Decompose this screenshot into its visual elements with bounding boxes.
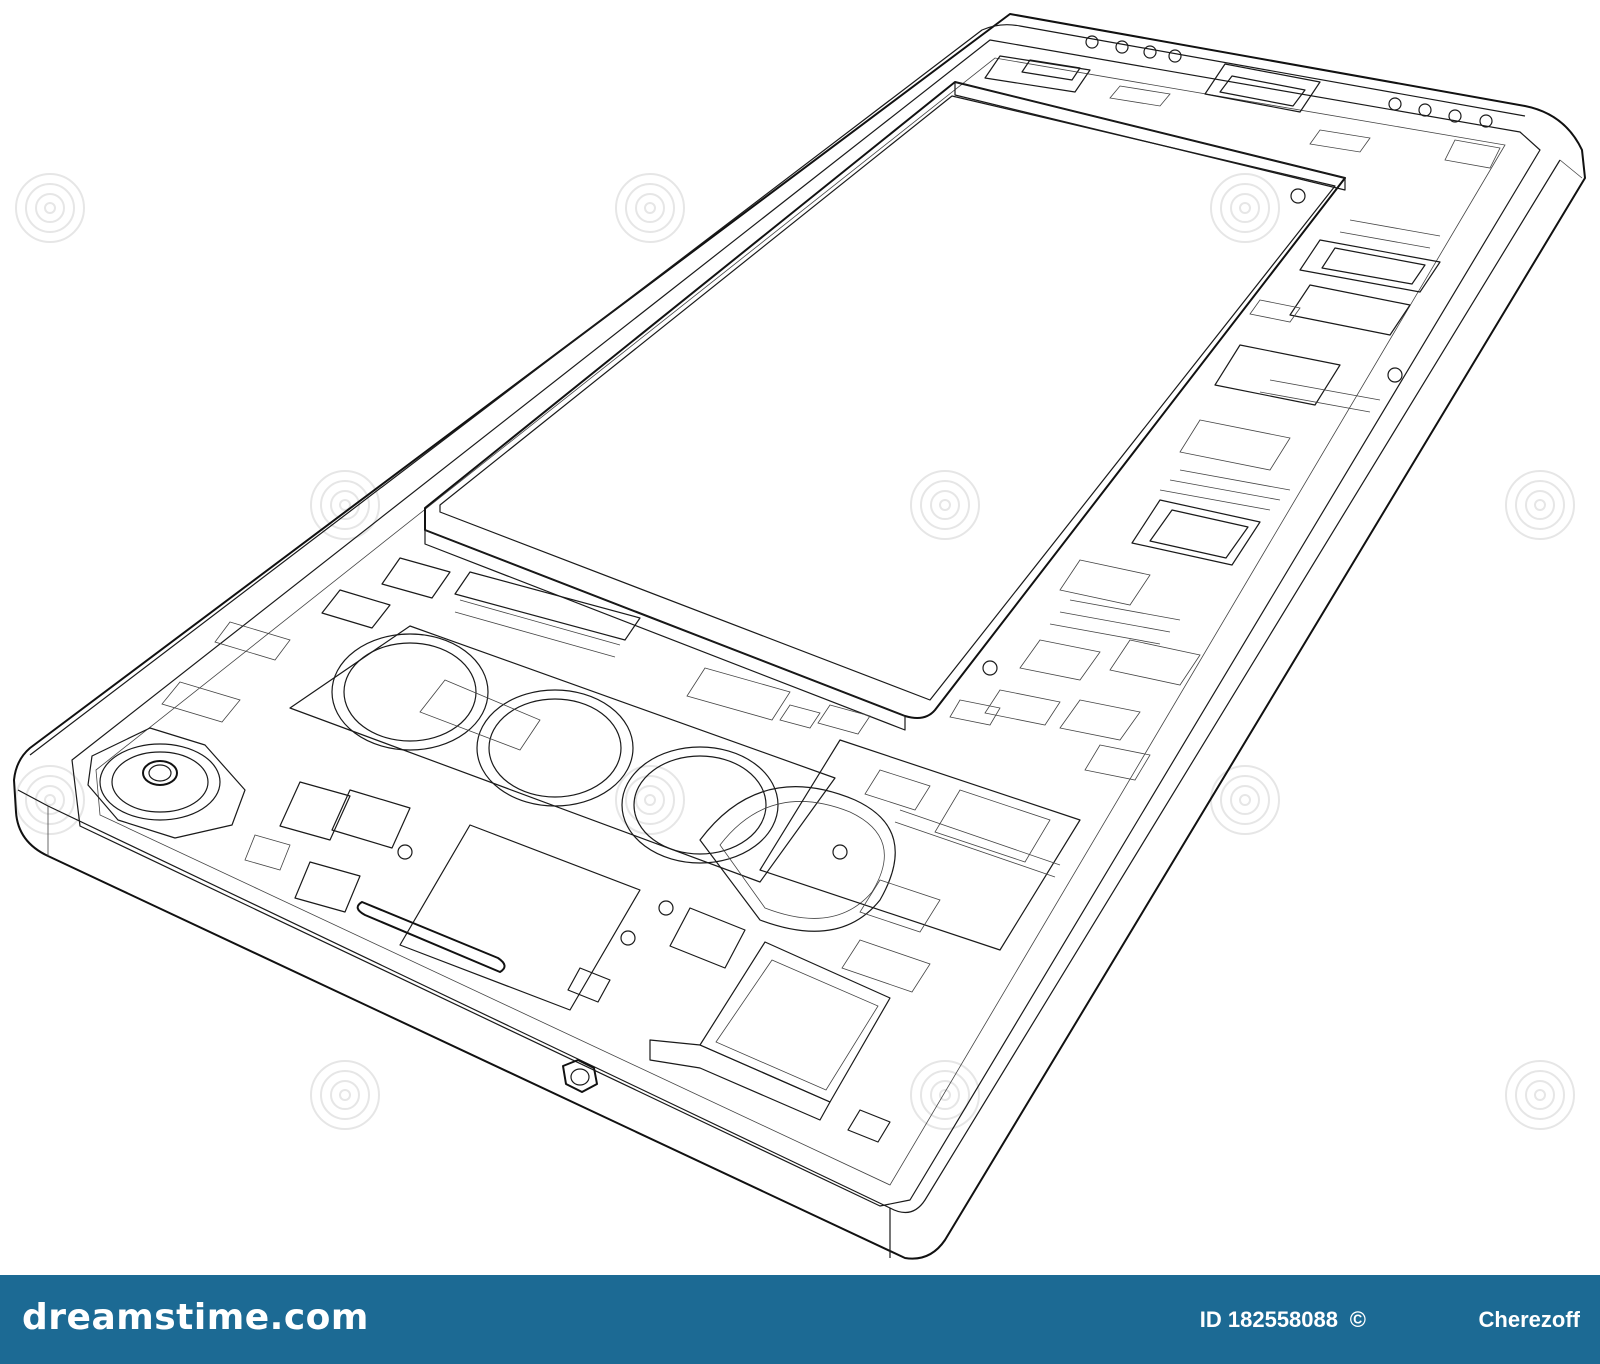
watermark-spiral-icon — [615, 173, 685, 243]
bottom-port-icon — [562, 1059, 598, 1093]
watermark-spiral-icon — [1505, 1060, 1575, 1130]
left-board-chips — [161, 557, 871, 913]
wireframe-drawing — [13, 13, 1586, 1260]
speaker-slot — [356, 901, 506, 973]
watermark-spiral-icon — [310, 1060, 380, 1130]
watermark-spiral-icon — [615, 765, 685, 835]
camera-module — [289, 625, 836, 883]
smartphone-wireframe — [13, 13, 1586, 1260]
phone-body — [13, 13, 1586, 1260]
inner-frame — [71, 39, 1541, 1207]
flash-module — [699, 786, 896, 932]
image-id-label: ID 182558088 — [1199, 1307, 1338, 1332]
watermark-spiral-icon — [910, 1060, 980, 1130]
mid-board — [397, 188, 1403, 993]
round-sensor-icon — [87, 727, 246, 839]
lens-2-icon — [476, 689, 634, 807]
right-board-chips — [949, 239, 1441, 781]
pcb-traces — [454, 219, 1441, 878]
watermark-spiral-icon — [910, 470, 980, 540]
copyright-symbol: © — [1349, 1307, 1366, 1332]
watermark-spiral-icon — [15, 173, 85, 243]
watermark-spirals — [15, 173, 1575, 1130]
watermark-spiral-icon — [1210, 765, 1280, 835]
author-name[interactable]: Cherezoff — [1478, 1307, 1580, 1332]
footer-bar: dreamstime.com ID 182558088 © Cherezoff — [0, 1275, 1600, 1364]
sim-tray — [399, 824, 891, 1143]
lens-3-icon — [621, 746, 779, 864]
battery — [424, 81, 1346, 731]
top-board-chips — [984, 55, 1501, 169]
watermark-spiral-icon — [1505, 470, 1575, 540]
brand-logo-text[interactable]: dreamstime.com — [22, 1297, 369, 1338]
watermark-spiral-icon — [1210, 173, 1280, 243]
top-holes — [1085, 35, 1493, 128]
watermark-spiral-icon — [310, 470, 380, 540]
lens-1-icon — [331, 633, 489, 751]
